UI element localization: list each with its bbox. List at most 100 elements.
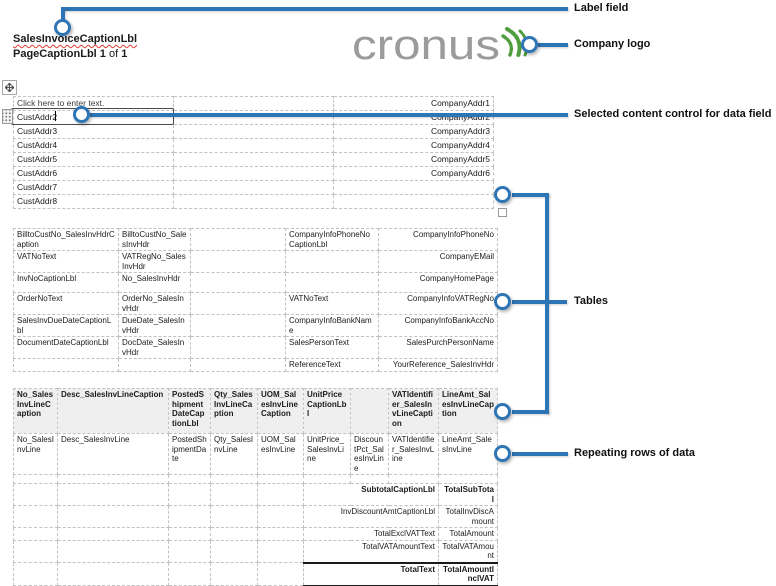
header-cell[interactable]: UnitPriceCaptionLbl xyxy=(303,388,351,434)
caption-cell[interactable]: CompanyInfoBankName xyxy=(285,314,379,337)
field-cell[interactable]: CompanyEMail xyxy=(378,250,498,273)
empty-cell[interactable] xyxy=(168,562,211,586)
empty-cell[interactable] xyxy=(168,539,211,563)
empty-cell[interactable] xyxy=(438,474,498,484)
empty-cell[interactable] xyxy=(13,505,58,528)
empty-cell[interactable] xyxy=(210,483,258,506)
empty-cell[interactable] xyxy=(173,138,334,153)
total-value-cell[interactable]: TotalVATAmount xyxy=(438,539,498,563)
caption-cell[interactable]: ReferenceText xyxy=(285,358,379,372)
empty-cell[interactable] xyxy=(57,483,169,506)
field-cell[interactable]: LineAmt_SalesInvLine xyxy=(438,433,498,475)
companyaddr-cell[interactable]: CompanyAddr5 xyxy=(333,152,494,167)
field-cell[interactable]: CompanyInfoPhoneNo xyxy=(378,228,498,251)
empty-cell[interactable] xyxy=(57,562,169,586)
total-value-cell[interactable]: TotalAmount xyxy=(438,527,498,541)
field-cell[interactable]: DiscountPct_SalesInvLine xyxy=(350,433,389,475)
empty-cell[interactable] xyxy=(173,180,334,195)
field-cell[interactable]: Qty_SalesInvLine xyxy=(210,433,258,475)
field-cell[interactable]: BilltoCustNo_SalesInvHdr xyxy=(118,228,191,251)
empty-cell[interactable] xyxy=(257,562,304,586)
field-cell[interactable]: YourReference_SalesInvHdr xyxy=(378,358,498,372)
empty-cell[interactable] xyxy=(333,194,494,209)
header-cell[interactable]: VATIdentifier_SalesInvLineCaption xyxy=(388,388,439,434)
companyaddr-cell[interactable]: CompanyAddr4 xyxy=(333,138,494,153)
empty-cell[interactable] xyxy=(118,358,191,372)
empty-cell[interactable] xyxy=(57,539,169,563)
field-cell[interactable]: CompanyInfoBankAccNo xyxy=(378,314,498,337)
caption-cell[interactable]: InvNoCaptionLbl xyxy=(13,272,119,293)
header-cell[interactable]: Desc_SalesInvLineCaption xyxy=(57,388,169,434)
empty-cell[interactable] xyxy=(57,527,169,541)
caption-cell[interactable]: VATNoText xyxy=(13,250,119,273)
empty-cell[interactable] xyxy=(257,474,304,484)
custaddr-cell[interactable]: CustAddr6 xyxy=(13,166,174,181)
caption-cell[interactable]: OrderNoText xyxy=(13,292,119,315)
caption-cell[interactable]: SalesPersonText xyxy=(285,336,379,359)
field-cell[interactable]: UnitPrice_SalesInvLine xyxy=(303,433,351,475)
empty-cell[interactable] xyxy=(168,483,211,506)
empty-cell[interactable] xyxy=(257,527,304,541)
total-value-cell[interactable]: TotalSubTotal xyxy=(438,483,498,506)
empty-cell[interactable] xyxy=(190,358,286,372)
table-move-handle[interactable] xyxy=(2,80,17,95)
empty-cell[interactable] xyxy=(190,292,286,315)
empty-cell[interactable] xyxy=(173,124,334,139)
empty-cell[interactable] xyxy=(13,562,58,586)
custaddr-cell[interactable]: CustAddr5 xyxy=(13,152,174,167)
empty-cell[interactable] xyxy=(285,272,379,293)
table-resize-handle[interactable] xyxy=(498,208,507,217)
empty-cell[interactable] xyxy=(13,474,58,484)
empty-cell[interactable] xyxy=(168,527,211,541)
content-control-drag-handle[interactable] xyxy=(2,109,13,124)
field-cell[interactable]: CompanyInfoVATRegNo xyxy=(378,292,498,315)
empty-cell[interactable] xyxy=(190,336,286,359)
companyaddr-cell[interactable]: CompanyAddr1 xyxy=(333,96,494,111)
empty-cell[interactable] xyxy=(173,166,334,181)
empty-cell[interactable] xyxy=(13,539,58,563)
caption-cell[interactable]: SalesInvDueDateCaptionLbl xyxy=(13,314,119,337)
field-cell[interactable]: DocDate_SalesInvHdr xyxy=(118,336,191,359)
custaddr-cell[interactable]: CustAddr7 xyxy=(13,180,174,195)
field-cell[interactable]: SalesPurchPersonName xyxy=(378,336,498,359)
empty-cell[interactable] xyxy=(190,272,286,293)
empty-cell[interactable] xyxy=(388,474,439,484)
empty-cell[interactable] xyxy=(303,474,351,484)
total-value-cell[interactable]: TotalAmountInclVAT xyxy=(438,561,498,586)
total-caption-cell[interactable]: SubtotalCaptionLbl xyxy=(303,483,439,506)
empty-cell[interactable] xyxy=(173,152,334,167)
total-caption-cell[interactable]: TotalExclVATText xyxy=(303,527,439,541)
companyaddr-cell[interactable]: CompanyAddr3 xyxy=(333,124,494,139)
custaddr-cell[interactable]: CustAddr4 xyxy=(13,138,174,153)
total-value-cell[interactable]: TotalInvDiscAmount xyxy=(438,505,498,528)
caption-cell[interactable]: VATNoText xyxy=(285,292,379,315)
empty-cell[interactable] xyxy=(190,250,286,273)
header-cell[interactable]: UOM_SalesInvLineCaption xyxy=(257,388,304,434)
empty-cell[interactable] xyxy=(168,474,211,484)
report-title-label[interactable]: SalesInvoiceCaptionLbl xyxy=(13,33,138,45)
empty-cell[interactable] xyxy=(13,483,58,506)
field-cell[interactable]: VATRegNo_SalesInvHdr xyxy=(118,250,191,273)
empty-cell[interactable] xyxy=(257,483,304,506)
custaddr-cell[interactable]: CustAddr3 xyxy=(13,124,174,139)
caption-cell[interactable]: DocumentDateCaptionLbl xyxy=(13,336,119,359)
placeholder-cell[interactable]: Click here to enter text. xyxy=(13,96,174,111)
header-cell[interactable]: Qty_SalesInvLineCaption xyxy=(210,388,258,434)
empty-cell[interactable] xyxy=(210,505,258,528)
empty-cell[interactable] xyxy=(173,96,334,111)
header-cell[interactable] xyxy=(350,388,389,434)
empty-cell[interactable] xyxy=(257,505,304,528)
empty-cell[interactable] xyxy=(57,474,169,484)
page-caption-line[interactable]: PageCaptionLbl 1 of 1 xyxy=(13,48,127,60)
empty-cell[interactable] xyxy=(210,527,258,541)
empty-cell[interactable] xyxy=(173,194,334,209)
field-cell[interactable]: OrderNo_SalesInvHdr xyxy=(118,292,191,315)
empty-cell[interactable] xyxy=(210,562,258,586)
empty-cell[interactable] xyxy=(13,527,58,541)
total-caption-cell[interactable]: InvDiscountAmtCaptionLbl xyxy=(303,505,439,528)
field-cell[interactable]: Desc_SalesInvLine xyxy=(57,433,169,475)
caption-cell[interactable]: CompanyInfoPhoneNoCaptionLbl xyxy=(285,228,379,251)
caption-cell[interactable]: BilltoCustNo_SalesInvHdrCaption xyxy=(13,228,119,251)
header-cell[interactable]: LineAmt_SalesInvLineCaption xyxy=(438,388,498,434)
custaddr-cell[interactable]: CustAddr8 xyxy=(13,194,174,209)
